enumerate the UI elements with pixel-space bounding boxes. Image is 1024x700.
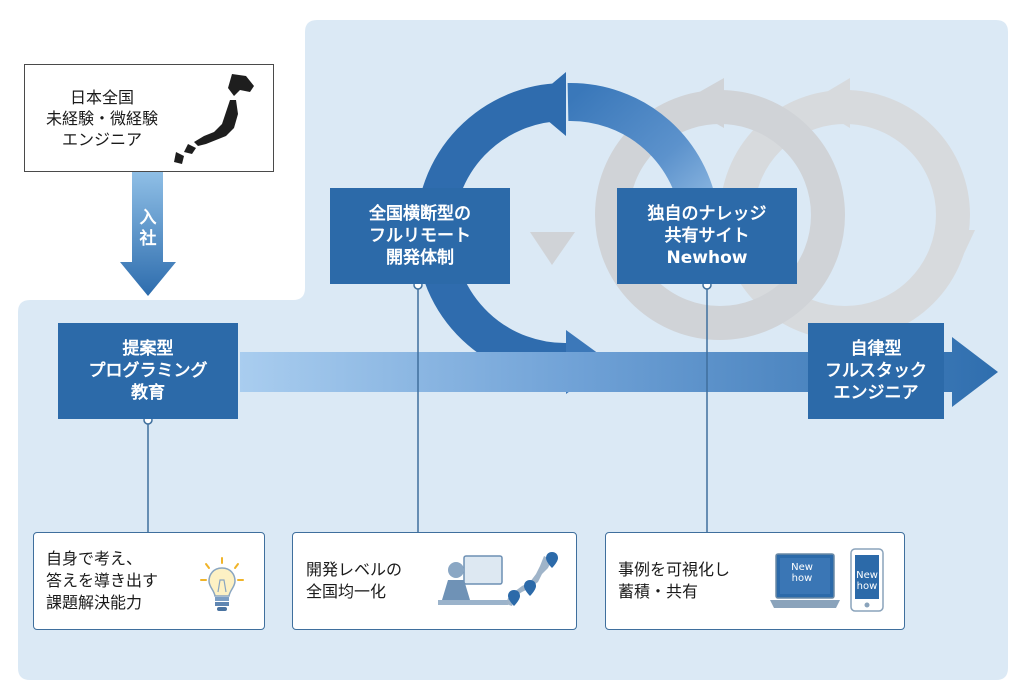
- lightbulb-icon: [200, 557, 244, 611]
- stage-line: 共有サイト: [664, 226, 750, 246]
- phone-label-line: New: [856, 570, 878, 581]
- stage-line: 提案型: [122, 339, 174, 359]
- stage-line: 教育: [131, 383, 165, 403]
- laptop-icon: [770, 553, 840, 608]
- stage-line: プログラミング: [88, 361, 208, 381]
- laptop-label-line: New: [791, 562, 813, 573]
- source-line: 日本全国: [69, 87, 134, 107]
- card-line: 課題解決能力: [46, 593, 143, 612]
- stage-line: フルスタック: [825, 361, 927, 381]
- gray-cycle-middle: [530, 78, 845, 340]
- stage-knowledge: 独自のナレッジ 共有サイト Newhow: [617, 188, 797, 284]
- card-text: 事例を可視化し 蓄積・共有: [618, 559, 730, 603]
- card-line: 答えを導き出す: [46, 571, 159, 590]
- entry-label: 入 社: [136, 208, 160, 250]
- stage-line: 全国横断型の: [369, 204, 471, 224]
- card-text: 開発レベルの 全国均一化: [306, 559, 402, 603]
- phone-label-line: how: [856, 581, 878, 592]
- stage-line: 独自のナレッジ: [647, 204, 767, 224]
- entry-char: 入: [139, 208, 157, 228]
- card-text: 自身で考え、 答えを導き出す 課題解決能力: [46, 548, 158, 614]
- phone-icon: [850, 548, 884, 612]
- laptop-screen-label: New how: [787, 562, 817, 584]
- stage-line: Newhow: [666, 248, 748, 268]
- source-line: 未経験・微経験: [45, 108, 158, 128]
- remote-worker-with-japan-map-icon: [438, 552, 558, 606]
- phone-screen-label: New how: [852, 570, 882, 592]
- japan-map-icon: [174, 74, 254, 164]
- stage-remote: 全国横断型の フルリモート 開発体制: [330, 188, 510, 284]
- source-line: エンジニア: [61, 129, 142, 149]
- stage-result: 自律型 フルスタック エンジニア: [808, 323, 944, 419]
- stage-line: エンジニア: [833, 383, 919, 403]
- card-line: 自身で考え、: [46, 549, 143, 568]
- stage-line: フルリモート: [369, 226, 471, 246]
- entry-char: 社: [139, 229, 157, 249]
- card-line: 開発レベルの: [306, 560, 403, 579]
- stage-line: 自律型: [850, 339, 902, 359]
- card-line: 全国均一化: [306, 582, 387, 601]
- stage-education: 提案型 プログラミング 教育: [58, 323, 238, 419]
- laptop-label-line: how: [791, 573, 813, 584]
- stage-line: 開発体制: [386, 248, 454, 268]
- entry-arrow: [120, 172, 176, 296]
- card-line: 蓄積・共有: [618, 582, 699, 601]
- card-line: 事例を可視化し: [618, 560, 731, 579]
